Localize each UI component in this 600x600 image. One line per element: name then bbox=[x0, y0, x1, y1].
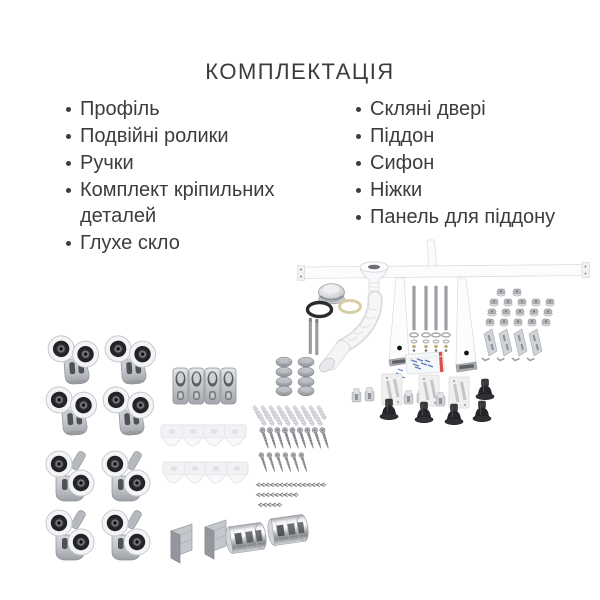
list-item: Панель для піддону bbox=[356, 204, 592, 230]
hardware-kit-image bbox=[30, 328, 330, 564]
list-item-label: Ручки bbox=[80, 152, 134, 174]
included-items-list-left: Профіль Подвійні ролики Ручки Комплект к… bbox=[66, 96, 298, 257]
list-item: Сифон bbox=[356, 150, 592, 176]
washers-nuts-icon bbox=[409, 332, 451, 352]
bullet-icon bbox=[66, 161, 71, 166]
tray-frame-icon bbox=[297, 239, 590, 373]
list-item: Глухе скло bbox=[66, 230, 298, 256]
metal-pins-icon bbox=[308, 317, 319, 356]
bullet-icon bbox=[356, 161, 361, 166]
chrome-knob-handles-group bbox=[223, 513, 311, 555]
rubber-o-ring-icon bbox=[305, 300, 334, 319]
list-item-label: Ніжки bbox=[370, 179, 423, 201]
clear-profiles-group bbox=[160, 424, 249, 484]
chrome-drain-cap-icon bbox=[318, 283, 345, 305]
threaded-rods-icon bbox=[412, 285, 448, 331]
list-item-label: Сифон bbox=[370, 152, 435, 174]
list-item-label: Комплект кріпильних деталей bbox=[80, 179, 275, 227]
list-item: Комплект кріпильних деталей bbox=[66, 177, 298, 229]
tiny-screws-rows bbox=[256, 482, 327, 508]
feet-group bbox=[351, 372, 495, 426]
list-item-label: Профіль bbox=[80, 98, 160, 120]
included-items-list-right: Скляні двері Піддон Сифон Ніжки Панель д… bbox=[356, 96, 592, 231]
list-item: Ніжки bbox=[356, 177, 592, 203]
page-title: КОМПЛЕКТАЦІЯ bbox=[205, 58, 395, 84]
list-item: Піддон bbox=[356, 123, 592, 149]
bullet-icon bbox=[356, 107, 361, 112]
drain-flange-icon bbox=[359, 261, 389, 299]
bullet-icon bbox=[356, 188, 361, 193]
list-item: Ручки bbox=[66, 150, 298, 176]
bullet-icon bbox=[66, 134, 71, 139]
bullet-icon bbox=[66, 241, 71, 246]
double-rollers-top-group bbox=[45, 333, 157, 436]
bullet-icon bbox=[66, 188, 71, 193]
list-item: Скляні двері bbox=[356, 96, 592, 122]
list-item-label: Глухе скло bbox=[80, 232, 180, 254]
l-brackets-group bbox=[481, 328, 543, 362]
list-item-label: Панель для піддону bbox=[370, 206, 556, 228]
screws-row-2 bbox=[258, 451, 310, 473]
fiber-gasket-icon bbox=[338, 299, 362, 314]
list-item: Подвійні ролики bbox=[66, 123, 298, 149]
corner-brackets-group bbox=[170, 519, 227, 564]
flex-hose-icon bbox=[319, 290, 383, 373]
bullet-icon bbox=[356, 215, 361, 220]
tray-kit-image bbox=[297, 239, 590, 426]
hex-nuts-group bbox=[485, 288, 555, 327]
double-rollers-lever-group bbox=[46, 450, 150, 560]
glass-clips-group bbox=[172, 367, 237, 405]
list-item-label: Подвійні ролики bbox=[80, 125, 229, 147]
list-item-label: Скляні двері bbox=[370, 98, 486, 120]
screw-bag-icon bbox=[395, 351, 445, 379]
bullet-icon bbox=[356, 134, 361, 139]
list-item: Профіль bbox=[66, 96, 298, 122]
list-item-label: Піддон bbox=[370, 125, 435, 147]
bullet-icon bbox=[66, 107, 71, 112]
